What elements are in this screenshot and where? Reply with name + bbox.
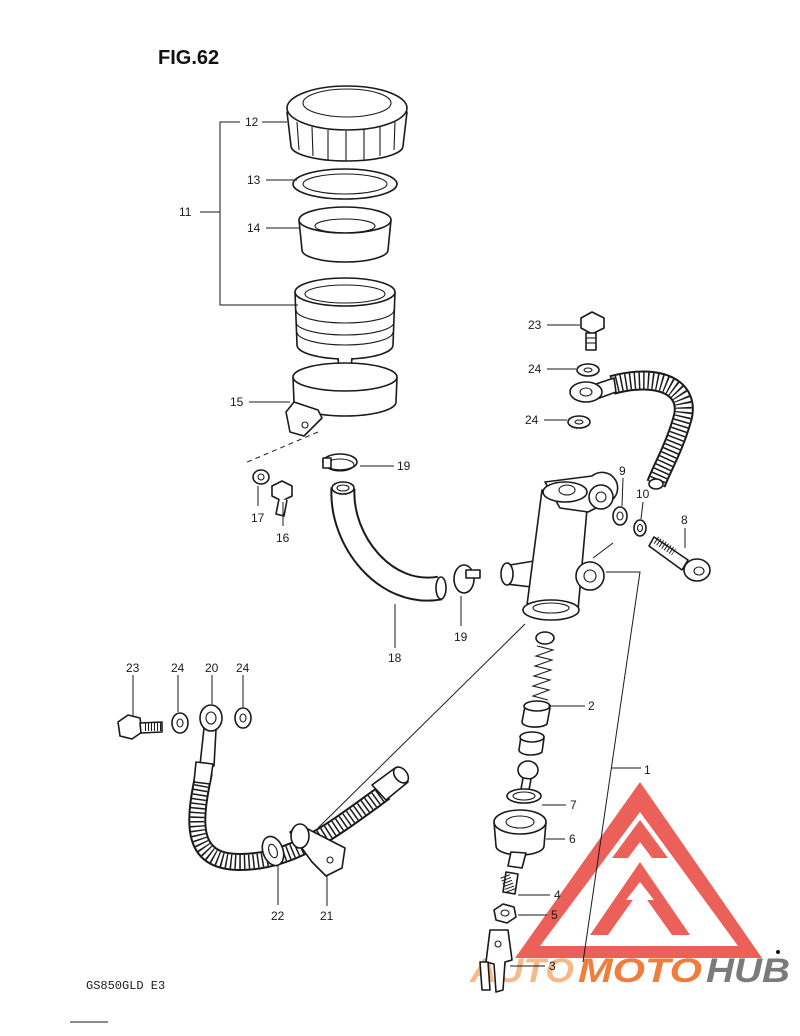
callout-19-lower: 19: [454, 630, 468, 644]
bolt-16: [271, 480, 293, 517]
group-bracket: [219, 121, 298, 306]
callout-6: 6: [569, 832, 576, 846]
washer-24-d: [234, 707, 252, 729]
model-code: GS850GLD E3: [86, 979, 165, 993]
washer-10: [633, 519, 647, 537]
washer-24-b: [567, 415, 591, 429]
callout-13: 13: [247, 173, 261, 187]
callout-9: 9: [619, 464, 626, 478]
banjo-20: [199, 704, 223, 767]
master-cylinder: [500, 471, 619, 621]
boot-6: [493, 809, 547, 869]
callout-12: 12: [245, 115, 259, 129]
brake-hose-left: [188, 761, 410, 872]
callout-7: 7: [570, 798, 577, 812]
spring: [531, 631, 555, 701]
hose-18: [330, 481, 447, 602]
callout-4: 4: [554, 888, 561, 902]
washer-17: [252, 469, 270, 485]
callouts: 12 13 11 14 15 23 24 24 19 17 16 9 10 8 …: [126, 115, 688, 973]
callout-8: 8: [681, 513, 688, 527]
leader-lines: [132, 121, 686, 967]
callout-16: 16: [276, 531, 290, 545]
sleeve-22: [261, 835, 285, 867]
bracket-21: [289, 823, 346, 877]
callout-20: 20: [205, 661, 219, 675]
callout-24-c: 24: [171, 661, 185, 675]
hose-clip-upper: [322, 453, 358, 472]
piston-2: [518, 700, 551, 756]
bolt-8: [648, 536, 711, 582]
figure-title: FIG.62: [158, 47, 219, 69]
callout-15: 15: [230, 395, 244, 409]
ring-7: [506, 788, 542, 804]
reservoir-cap: [286, 85, 408, 162]
watermark-logo: [515, 782, 762, 958]
callout-22: 22: [271, 909, 285, 923]
bolt-23-right: [580, 311, 605, 351]
callout-23-right: 23: [528, 318, 542, 332]
callout-24-d: 24: [236, 661, 250, 675]
callout-19-upper: 19: [397, 459, 411, 473]
callout-3: 3: [549, 959, 556, 973]
callout-23-left: 23: [126, 661, 140, 675]
callout-17: 17: [251, 511, 265, 525]
callout-1: 1: [644, 763, 651, 777]
bolt-23-left: [117, 714, 163, 740]
nut-5: [493, 903, 517, 924]
reservoir-diaphragm: [298, 206, 392, 263]
washer-24-c: [171, 712, 189, 734]
reservoir-band: [285, 362, 398, 437]
callout-24-b: 24: [525, 413, 539, 427]
callout-10: 10: [636, 487, 650, 501]
callout-5: 5: [551, 908, 558, 922]
rod-4: [500, 871, 519, 895]
washer-24-a: [576, 363, 600, 377]
hose-clip-lower: [453, 564, 481, 594]
reservoir-ring: [292, 168, 398, 200]
callout-14: 14: [247, 221, 261, 235]
watermark-text: AUTO MOTO HUB: [469, 952, 790, 990]
banjo-hose-right: [569, 370, 694, 490]
corner-dot: [776, 950, 780, 954]
callout-11: 11: [179, 205, 192, 219]
reservoir-body: [294, 277, 396, 372]
callout-2: 2: [588, 699, 595, 713]
callout-18: 18: [388, 651, 402, 665]
callout-21: 21: [320, 909, 334, 923]
clevis-3: [479, 929, 513, 993]
callout-24-a: 24: [528, 362, 542, 376]
washer-9: [612, 506, 628, 526]
